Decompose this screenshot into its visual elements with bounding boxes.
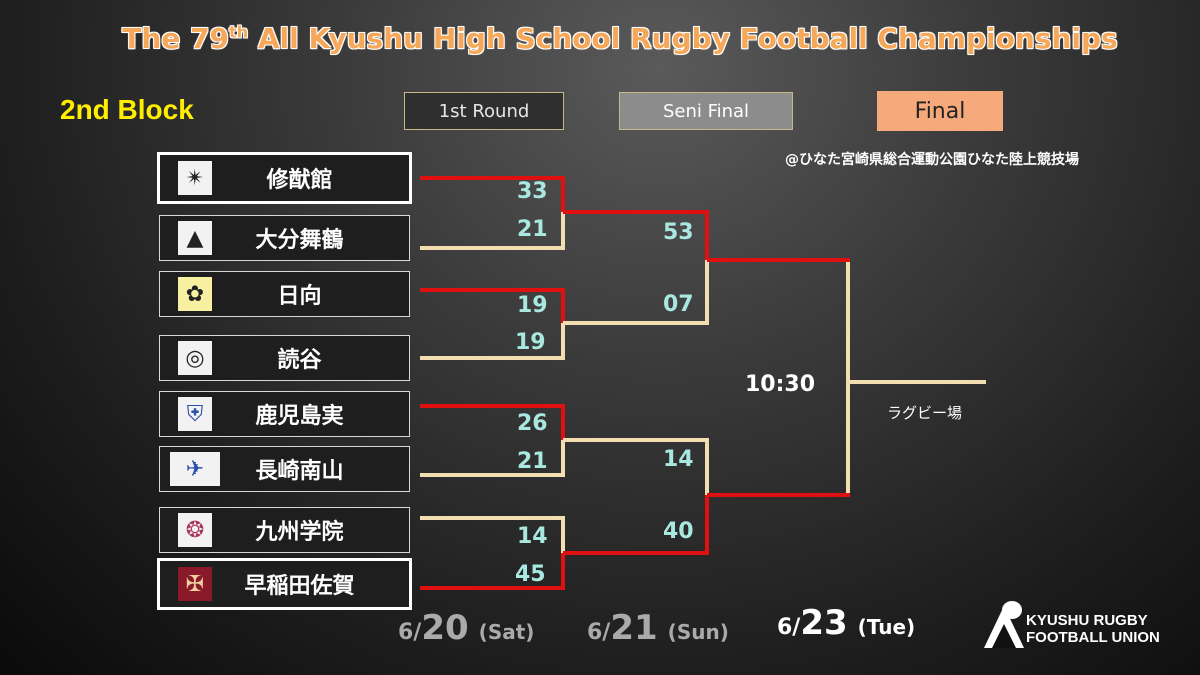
- red-crest-icon: ✠: [178, 567, 212, 601]
- team-name: 長崎南山: [255, 459, 344, 484]
- bracket-line-r1-m1-top: [420, 176, 565, 212]
- kanji-crest-icon: ◎: [178, 341, 212, 375]
- date-first-round: 6/20 (Sat): [398, 608, 534, 648]
- team-name: 九州学院: [255, 520, 344, 545]
- title-suffix: All Kyushu High School Rugby Football Ch…: [248, 22, 1118, 55]
- block-label: 2nd Block: [60, 94, 194, 125]
- team-row: ▲ 大分舞鶴: [159, 215, 410, 261]
- bracket-line-sf1-bottom: [563, 260, 709, 325]
- union-logo-text: KYUSHU RUGBY FOOTBALL UNION: [1026, 612, 1160, 646]
- score-r1-t1: 33: [517, 179, 548, 204]
- bracket-line-r1-m3-top: [420, 404, 565, 440]
- bracket-line-sf2-top: [563, 438, 709, 495]
- bracket-line-r1-m4-top: [420, 516, 565, 553]
- team-name: 修猷館: [266, 168, 333, 193]
- bracket-line-sf1-top: [563, 210, 709, 260]
- union-line2: FOOTBALL UNION: [1026, 629, 1160, 646]
- title-sup: th: [229, 22, 249, 42]
- team-name: 鹿児島実: [255, 404, 344, 429]
- score-sf-t1: 53: [663, 220, 694, 245]
- bracket-line-sf2-bottom: [563, 495, 709, 555]
- date-month: 6/: [587, 620, 611, 645]
- date-day: 20: [421, 608, 469, 648]
- score-r1-t8: 45: [515, 562, 546, 587]
- star-crest-icon: ✴: [178, 161, 212, 195]
- score-r1-t2: 21: [517, 217, 548, 242]
- team-row: ◎ 読谷: [159, 335, 410, 381]
- date-dow: (Tue): [857, 615, 916, 639]
- score-sf-t2: 07: [663, 292, 694, 317]
- team-row: ✠ 早稲田佐賀: [157, 558, 412, 610]
- mountain-logo-icon: [984, 601, 1024, 648]
- score-r1-t6: 21: [517, 449, 548, 474]
- team-row: ❂ 九州学院: [159, 507, 410, 553]
- final-field: ラグビー場: [887, 404, 963, 422]
- final-time: 10:30: [745, 372, 816, 397]
- team-name: 日向: [277, 284, 322, 309]
- date-dow: (Sun): [667, 620, 729, 644]
- date-month: 6/: [398, 620, 422, 645]
- team-name: 大分舞鶴: [255, 228, 344, 253]
- venue-label: @ひなた宮崎県総合運動公園ひなた陸上競技場: [785, 152, 1079, 168]
- round-label-semi: Seni Final: [619, 92, 793, 130]
- date-day: 21: [610, 608, 658, 648]
- team-row: ✿ 日向: [159, 271, 410, 317]
- bracket-line-final-bottom: [707, 382, 850, 497]
- team-row: ✴ 修猷館: [157, 152, 412, 204]
- round-label-first: 1st Round: [404, 92, 564, 130]
- bracket-line-r1-m2-top: [420, 288, 565, 323]
- date-final: 6/23 (Tue): [777, 603, 915, 643]
- score-r1-t5: 26: [517, 411, 548, 436]
- page-title: The 79th All Kyushu High School Rugby Fo…: [0, 22, 1200, 55]
- score-r1-t7: 14: [517, 524, 548, 549]
- date-month: 6/: [777, 615, 801, 640]
- score-r1-t3: 19: [517, 293, 548, 318]
- bracket-line-final-top: [707, 258, 850, 382]
- bracket-line-r1-m4-bottom: [420, 553, 565, 590]
- ring-crest-icon: ❂: [178, 513, 212, 547]
- score-sf-t3: 14: [663, 447, 694, 472]
- team-row: ✈ 長崎南山: [159, 446, 410, 492]
- round-label-final: Final: [877, 91, 1003, 131]
- bracket-line-r1-m2-bottom: [420, 323, 565, 360]
- bracket-line-r1-m3-bottom: [420, 440, 565, 477]
- score-sf-t4: 40: [663, 519, 694, 544]
- title-prefix: The 79: [122, 22, 230, 55]
- team-name: 読谷: [277, 348, 322, 373]
- team-row: ⛨ 鹿児島実: [159, 391, 410, 437]
- union-line1: KYUSHU RUGBY: [1026, 612, 1148, 629]
- date-dow: (Sat): [478, 620, 535, 644]
- score-r1-t4: 19: [515, 330, 546, 355]
- wing-crest-icon: ✈: [170, 452, 220, 486]
- team-name: 早稲田佐賀: [244, 574, 355, 599]
- flower-crest-icon: ✿: [178, 277, 212, 311]
- shield-crest-icon: ⛨: [178, 397, 212, 431]
- bracket-line-r1-m1-bottom: [420, 212, 565, 250]
- date-semi: 6/21 (Sun): [587, 608, 729, 648]
- date-day: 23: [800, 603, 848, 643]
- mountain-crest-icon: ▲: [178, 221, 212, 255]
